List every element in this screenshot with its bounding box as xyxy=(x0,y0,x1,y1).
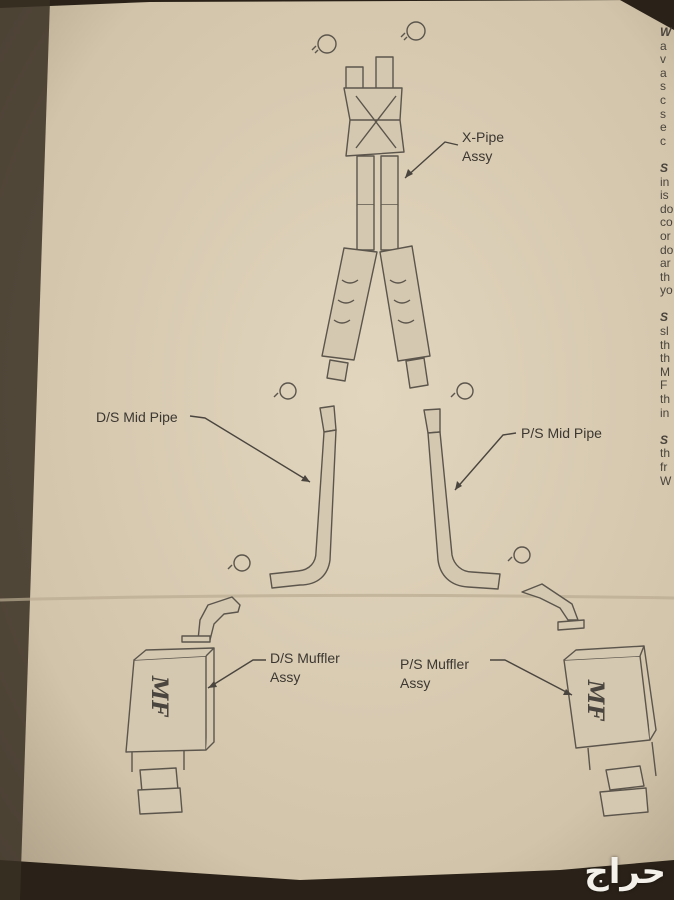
leader-ds-mid-pipe xyxy=(189,415,311,483)
side-text-fragment: s xyxy=(660,106,666,121)
clamp-icon-lower-right xyxy=(507,546,531,564)
side-text-fragment: sl xyxy=(660,324,669,339)
clamp-icon-top-right xyxy=(400,21,426,41)
side-text-fragment xyxy=(660,148,674,162)
leader-ds-muffler xyxy=(207,659,266,689)
x-pipe-assembly xyxy=(321,56,431,389)
ps-mid-pipe-label: P/S Mid Pipe xyxy=(521,425,602,441)
clamp-icon-top-left xyxy=(311,34,337,54)
ps-muffler-label: P/S Muffler Assy xyxy=(400,656,469,691)
ds-muffler-assembly xyxy=(125,596,241,815)
side-text-fragment: do xyxy=(660,242,674,257)
ps-muffler-assembly xyxy=(521,583,657,817)
side-text-fragment: ar xyxy=(660,256,671,271)
ds-mid-pipe-label: D/S Mid Pipe xyxy=(96,409,178,425)
side-text-fragment: co xyxy=(660,215,673,230)
muffler-logo-ps: MF xyxy=(582,679,608,721)
side-text-fragment: a xyxy=(660,65,667,80)
side-text-fragment xyxy=(660,298,674,312)
side-text-fragment: th xyxy=(660,392,671,407)
leader-ps-mid-pipe xyxy=(454,432,517,491)
side-text-fragment: yo xyxy=(660,283,673,298)
side-text-fragment: in xyxy=(660,405,670,420)
leader-arrowheads xyxy=(208,169,572,695)
side-text-fragment: or xyxy=(660,228,671,243)
side-text-fragment: F xyxy=(660,378,668,393)
ds-mid-pipe xyxy=(269,405,337,589)
exhaust-drawing xyxy=(125,21,657,817)
side-text-fragment: in xyxy=(660,174,670,189)
x-pipe-label: X-Pipe Assy xyxy=(462,129,505,164)
side-text-fragment: c xyxy=(660,133,666,148)
clamp-icon-lower-left xyxy=(227,554,251,572)
side-text-fragment: a xyxy=(660,38,667,53)
side-text-fragment: S xyxy=(660,310,669,325)
clamp-icon-mid-right xyxy=(450,382,474,400)
clamp-icon-mid-left xyxy=(273,382,297,400)
ds-muffler-label: D/S Muffler Assy xyxy=(270,650,340,685)
side-text-fragment: th xyxy=(660,337,671,352)
muffler-logo-ds: MF xyxy=(146,675,172,717)
side-text-fragment: v xyxy=(660,52,666,67)
side-text-fragment: fr xyxy=(660,460,668,474)
leader-x-pipe xyxy=(404,141,459,179)
side-text-fragment: th xyxy=(660,351,671,366)
side-text-fragment xyxy=(660,420,674,434)
side-text-fragment: is xyxy=(660,188,669,203)
side-text-fragment: S xyxy=(660,160,669,175)
paper-fold xyxy=(0,593,674,602)
side-text-fragment: W xyxy=(660,25,672,39)
leader-ps-muffler xyxy=(490,659,573,696)
logo-mark-ps: MF xyxy=(582,679,608,721)
side-text-fragment: S xyxy=(660,432,669,447)
side-text-fragment: th xyxy=(660,269,671,284)
watermark-logo: حراج xyxy=(584,852,666,892)
paper-edge-shadow xyxy=(0,0,50,900)
side-text-fragment: W xyxy=(660,473,672,488)
side-text-fragment: M xyxy=(660,364,670,379)
side-text-fragment: c xyxy=(660,92,666,107)
side-text-fragment: do xyxy=(660,201,674,216)
side-text-fragment: e xyxy=(660,120,667,135)
ps-mid-pipe xyxy=(423,408,501,590)
side-text-fragment: s xyxy=(660,79,666,94)
logo-mark-ds: MF xyxy=(146,675,172,717)
side-text-fragment: th xyxy=(660,446,671,461)
